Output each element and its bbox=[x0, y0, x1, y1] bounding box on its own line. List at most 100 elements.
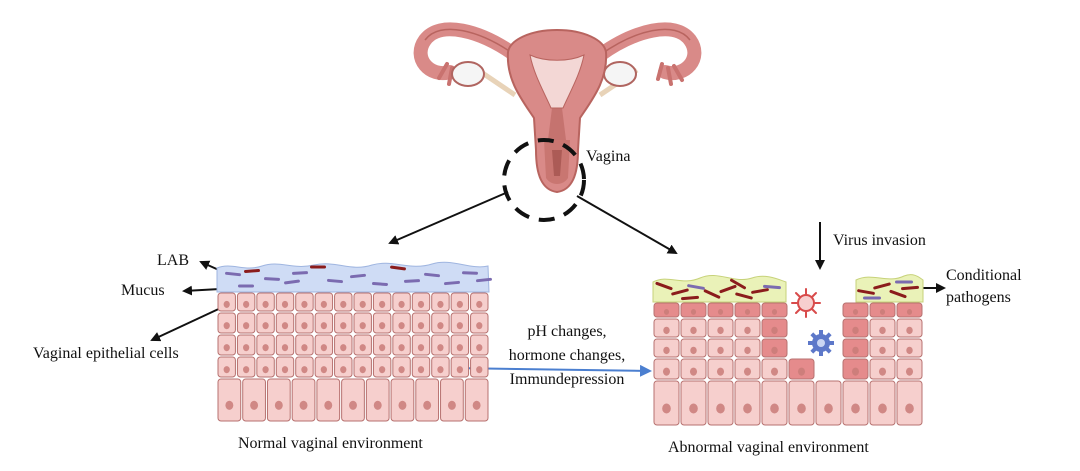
cell-nucleus bbox=[423, 400, 432, 410]
arrow-to-normal bbox=[388, 191, 509, 245]
lab-rod bbox=[390, 265, 406, 271]
cell-nucleus bbox=[324, 400, 333, 410]
epithelial-cell bbox=[734, 380, 761, 426]
epithelial-cell bbox=[242, 378, 266, 422]
vagina-label: Vagina bbox=[586, 148, 631, 165]
lab-rod bbox=[244, 269, 260, 273]
cell-nucleus bbox=[879, 308, 886, 315]
epithelial-cell bbox=[415, 378, 440, 422]
cell-nucleus bbox=[851, 367, 860, 376]
lab-rod bbox=[284, 279, 300, 285]
cell-nucleus bbox=[905, 367, 914, 376]
epithelial-cell bbox=[653, 380, 680, 426]
cell-nucleus bbox=[437, 344, 444, 352]
cell-nucleus bbox=[770, 403, 779, 414]
cell-nucleus bbox=[771, 308, 778, 315]
cell-nucleus bbox=[476, 366, 483, 374]
cell-nucleus bbox=[243, 300, 250, 308]
cell-nucleus bbox=[689, 367, 698, 376]
pathogen-rod bbox=[863, 296, 881, 300]
cell-nucleus bbox=[743, 403, 752, 414]
cell-nucleus bbox=[281, 300, 289, 308]
cell-nucleus bbox=[417, 366, 425, 374]
cell-nucleus bbox=[690, 326, 697, 335]
cell-nucleus bbox=[243, 322, 250, 330]
cell-nucleus bbox=[717, 346, 724, 355]
cell-nucleus bbox=[851, 403, 860, 414]
epithelial-cell bbox=[266, 378, 291, 422]
cell-nucleus bbox=[320, 322, 327, 330]
pathogen-cog-icon bbox=[808, 330, 834, 356]
cell-nucleus bbox=[743, 367, 752, 376]
cell-nucleus bbox=[717, 326, 724, 335]
cell-nucleus bbox=[476, 322, 483, 330]
cell-nucleus bbox=[359, 366, 366, 374]
lab-rod bbox=[310, 265, 326, 269]
epithelial-cell bbox=[842, 380, 869, 426]
cell-nucleus bbox=[301, 344, 308, 352]
cell-nucleus bbox=[878, 367, 887, 376]
cell-nucleus bbox=[223, 300, 230, 308]
cell-nucleus bbox=[771, 346, 778, 355]
cell-nucleus bbox=[852, 308, 859, 315]
cell-nucleus bbox=[281, 322, 289, 330]
cell-nucleus bbox=[716, 367, 725, 376]
cell-nucleus bbox=[223, 366, 230, 374]
epithelial-cell bbox=[707, 380, 734, 426]
epithelial-cell bbox=[365, 378, 390, 422]
epithelial-cell bbox=[316, 378, 341, 422]
cell-nucleus bbox=[437, 300, 444, 308]
lab-rod bbox=[292, 271, 308, 275]
pathogen-rod bbox=[895, 280, 913, 284]
cell-nucleus bbox=[879, 346, 886, 355]
epithelial-cell bbox=[788, 380, 815, 426]
cell-nucleus bbox=[359, 344, 366, 352]
cell-nucleus bbox=[476, 344, 483, 352]
epithelial-cells-label: Vaginal epithelial cells bbox=[33, 345, 179, 362]
cell-nucleus bbox=[262, 366, 269, 374]
cell-nucleus bbox=[398, 400, 407, 410]
cell-nucleus bbox=[340, 366, 347, 374]
epithelial-cell bbox=[464, 378, 489, 422]
cell-nucleus bbox=[717, 308, 724, 315]
cell-nucleus bbox=[398, 300, 405, 308]
cell-nucleus bbox=[663, 326, 670, 335]
cell-nucleus bbox=[797, 403, 806, 414]
cell-nucleus bbox=[281, 344, 289, 352]
lab-rod bbox=[424, 272, 440, 278]
cell-nucleus bbox=[906, 308, 913, 315]
lab-rod bbox=[238, 284, 254, 288]
lab-rod bbox=[372, 282, 388, 286]
cell-nucleus bbox=[301, 366, 308, 374]
cell-nucleus bbox=[456, 366, 463, 374]
virus-icon bbox=[791, 288, 821, 318]
epithelial-cell bbox=[291, 378, 316, 422]
pathogen-rod bbox=[671, 288, 689, 296]
cell-nucleus bbox=[398, 322, 405, 330]
conditions-label-line2: hormone changes, bbox=[508, 347, 626, 364]
cell-nucleus bbox=[299, 400, 308, 410]
cell-nucleus bbox=[476, 300, 483, 308]
abnormal-tissue-block bbox=[652, 274, 924, 426]
cell-nucleus bbox=[359, 300, 366, 308]
normal-lab-bacteria bbox=[225, 265, 492, 288]
mucus-arrow bbox=[182, 285, 221, 296]
pathogen-rod bbox=[681, 295, 699, 301]
epithelial-cell bbox=[341, 378, 365, 422]
cell-nucleus bbox=[879, 326, 886, 335]
cell-nucleus bbox=[379, 322, 386, 330]
cell-nucleus bbox=[456, 322, 463, 330]
cell-nucleus bbox=[906, 326, 913, 335]
epithelial-cell bbox=[440, 378, 464, 422]
cell-nucleus bbox=[770, 367, 779, 376]
epithelial-cell bbox=[680, 380, 707, 426]
pathogen-rod bbox=[763, 284, 781, 290]
conditions-label-line3: Immundepression bbox=[509, 371, 625, 388]
abnormal-cell-layer bbox=[653, 302, 923, 426]
lab-rod bbox=[444, 280, 460, 286]
cell-nucleus bbox=[852, 326, 859, 335]
cell-nucleus bbox=[797, 367, 806, 376]
lab-rod bbox=[404, 279, 420, 283]
